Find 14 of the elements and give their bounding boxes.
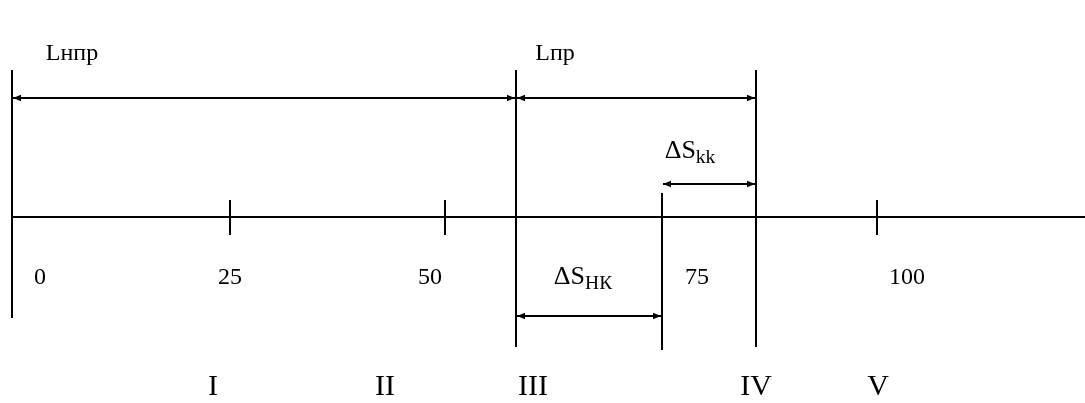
- dimension-label: Lнпр: [45, 40, 99, 64]
- section-label: I: [208, 370, 218, 400]
- section-label: II: [375, 370, 395, 400]
- tick-label: 25: [218, 264, 242, 288]
- section-label: V: [867, 370, 889, 400]
- section-label: IV: [740, 370, 772, 400]
- dimension-label: ΔS$_{kk}$: [664, 137, 716, 163]
- dimension-label: ΔS$_{НК}$: [553, 263, 613, 289]
- tick-label: 0: [34, 264, 46, 288]
- tick-label: 50: [418, 264, 442, 288]
- dimension-label: Lпр: [535, 40, 575, 64]
- tick-label: 100: [889, 264, 925, 288]
- tick-label: 75: [685, 264, 709, 288]
- section-label: III: [518, 370, 548, 400]
